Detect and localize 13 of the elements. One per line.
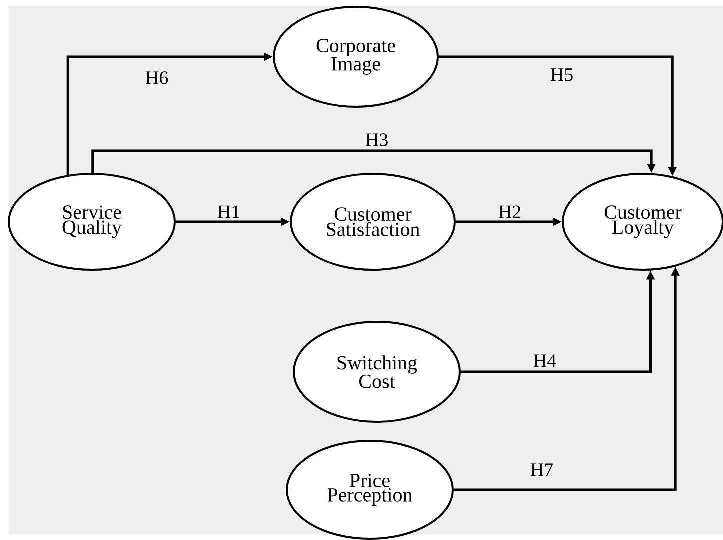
oval-node: Customer Satisfaction [290, 173, 456, 271]
edge-label: H7 [530, 464, 554, 476]
oval-node: Price Perception [286, 440, 454, 540]
edge-label: H2 [498, 206, 521, 218]
oval-node: Customer Loyalty [562, 173, 723, 271]
oval-node: Corporate Image [273, 6, 439, 108]
edge-label: H3 [366, 134, 388, 146]
oval-node: Service Quality [8, 173, 176, 271]
edge-label: H6 [146, 72, 168, 84]
edge-label: H4 [534, 354, 556, 368]
edge-label: H5 [550, 68, 573, 82]
oval-node: Switching Cost [293, 321, 461, 423]
edge-label: H1 [218, 206, 240, 218]
